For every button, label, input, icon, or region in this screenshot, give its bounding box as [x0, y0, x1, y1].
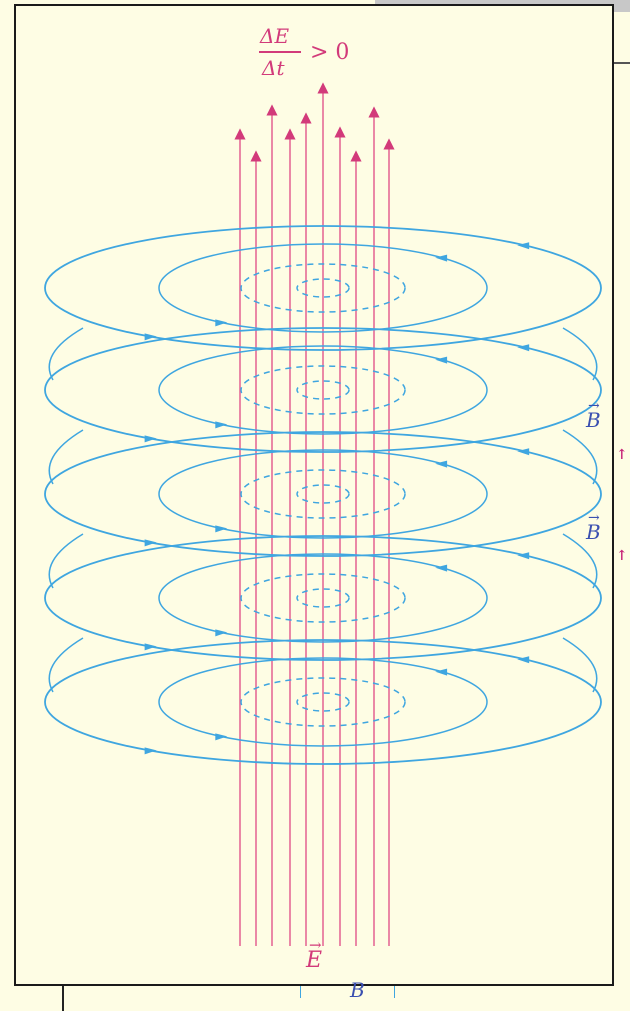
- magnetic-field-loop: [158, 657, 488, 747]
- magnetic-field-loop: [240, 677, 406, 727]
- b-arrowhead: [215, 525, 228, 533]
- formula-numerator: ΔE: [260, 24, 290, 48]
- b-arrowhead: [215, 629, 228, 637]
- vector-arrow-icon: →: [588, 398, 600, 414]
- bottom-b-label: B: [350, 978, 365, 1002]
- vector-arrow-icon: →: [309, 936, 322, 954]
- magnetic-field-loop: [158, 553, 488, 643]
- b-arrowhead: [215, 421, 228, 429]
- magnetic-field-loop: [158, 243, 488, 333]
- magnetic-field-loop: [240, 263, 406, 313]
- magnetic-field-loop: [296, 484, 350, 504]
- vector-arrow-icon: →: [588, 510, 600, 526]
- b-arrowhead: [435, 356, 448, 364]
- b-arrowhead: [144, 539, 157, 547]
- b-arrowhead: [435, 668, 448, 676]
- e-field-label: → E: [306, 936, 323, 973]
- formula-relation: > 0: [310, 40, 350, 65]
- right-edge-line: [614, 62, 630, 64]
- magnetic-field-loop: [296, 380, 350, 400]
- bottom-line: [300, 986, 301, 998]
- b-arrowhead: [517, 242, 530, 250]
- left-edge-line: [62, 985, 64, 1011]
- magnetic-field-loop: [240, 573, 406, 623]
- magnetic-field-loop: [296, 278, 350, 298]
- magnetic-field-loop: [44, 431, 602, 557]
- electric-field-lines: [234, 82, 395, 946]
- magnetic-field-loop: [240, 469, 406, 519]
- b-arrowhead: [144, 435, 157, 443]
- b-arrowhead: [517, 344, 530, 352]
- b-arrowhead: [144, 643, 157, 651]
- magnetic-field-connector: [562, 533, 598, 589]
- b-arrowhead: [215, 319, 228, 327]
- magnetic-field-loop: [44, 327, 602, 453]
- fraction-bar: [259, 51, 301, 53]
- formula-denominator: Δt: [262, 56, 285, 80]
- field-diagram: [44, 82, 602, 946]
- magnetic-field-loop: [44, 225, 602, 351]
- b-arrowhead: [144, 333, 157, 341]
- magnetic-field-loop: [296, 692, 350, 712]
- b-field-label: → B: [586, 398, 601, 432]
- b-arrowhead: [517, 656, 530, 664]
- side-edge-mark: ↑: [616, 548, 628, 564]
- magnetic-field-loop: [296, 588, 350, 608]
- magnetic-field-loop: [158, 345, 488, 435]
- bottom-line: [394, 986, 395, 998]
- b-arrowhead: [517, 552, 530, 560]
- b-arrowhead: [435, 254, 448, 262]
- b-arrowhead: [435, 460, 448, 468]
- magnetic-field-connector: [48, 533, 84, 589]
- magnetic-field-loop: [44, 535, 602, 661]
- b-arrowhead: [215, 733, 228, 741]
- b-arrowhead: [144, 747, 157, 755]
- side-edge-mark: ↑: [616, 447, 628, 463]
- magnetic-field-loops: [44, 225, 602, 765]
- magnetic-field-loop: [240, 365, 406, 415]
- magnetic-field-connector: [562, 327, 598, 381]
- magnetic-field-connector: [48, 637, 84, 693]
- magnetic-field-loop: [44, 639, 602, 765]
- magnetic-field-connector: [48, 327, 84, 381]
- b-arrowhead: [435, 564, 448, 572]
- magnetic-field-connector: [562, 429, 598, 485]
- b-arrowhead: [517, 448, 530, 456]
- diagram-frame: ΔE Δt > 0 → B → B → E: [14, 4, 614, 986]
- b-field-label: → B: [586, 510, 601, 544]
- magnetic-field-loop: [158, 449, 488, 539]
- magnetic-field-connector: [48, 429, 84, 485]
- magnetic-field-connector: [562, 637, 598, 693]
